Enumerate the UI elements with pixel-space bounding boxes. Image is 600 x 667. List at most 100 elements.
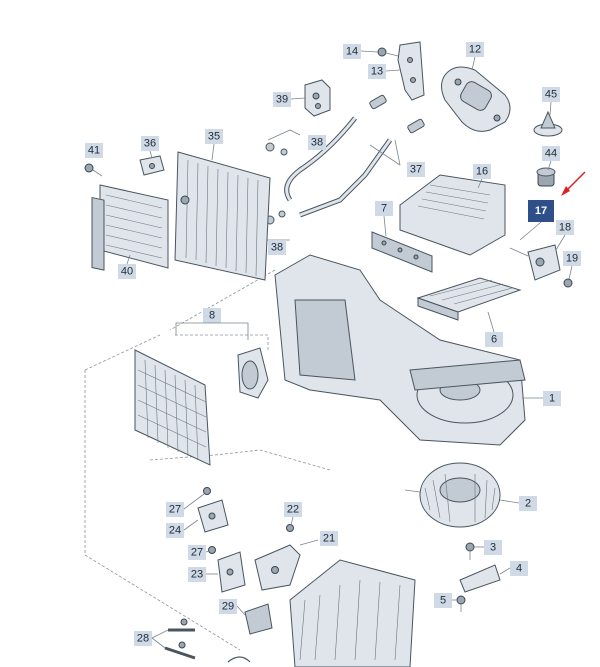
label-35: 35 — [205, 129, 223, 144]
label-19: 19 — [563, 251, 581, 266]
label-17: 17 — [528, 200, 554, 222]
group-outlines — [84, 269, 331, 651]
label-24: 24 — [166, 523, 184, 538]
part-39-valve — [304, 79, 331, 117]
lower-housing-ribs — [299, 579, 401, 661]
label-36: 36 — [141, 136, 159, 151]
svg-text:3: 3 — [490, 542, 496, 554]
svg-text:19: 19 — [566, 253, 578, 265]
part-8-duct — [237, 347, 269, 399]
svg-text:40: 40 — [121, 266, 133, 278]
label-37: 37 — [407, 162, 425, 177]
svg-text:1: 1 — [549, 393, 555, 405]
label-12: 12 — [466, 42, 484, 57]
part-27-screws — [203, 487, 216, 554]
label-6: 6 — [485, 332, 503, 347]
label-28: 28 — [134, 631, 152, 646]
svg-text:6: 6 — [491, 334, 497, 346]
label-16: 16 — [473, 164, 491, 179]
part-14-screw — [377, 47, 399, 57]
svg-text:41: 41 — [88, 145, 100, 157]
svg-text:21: 21 — [323, 533, 335, 545]
svg-text:4: 4 — [516, 563, 522, 575]
part-22-screw — [286, 524, 294, 532]
part-23-motor — [217, 551, 246, 593]
part-29-flap — [244, 603, 273, 635]
label-40: 40 — [118, 264, 136, 279]
part-36-bracket — [139, 155, 165, 176]
label-8: 8 — [203, 308, 221, 323]
filter-grid — [137, 359, 207, 461]
svg-text:23: 23 — [191, 569, 203, 581]
label-14: 14 — [343, 44, 361, 59]
label-29: 29 — [219, 599, 237, 614]
label-45: 45 — [542, 87, 560, 102]
part-21-actuator — [254, 539, 319, 591]
label-41: 41 — [85, 143, 103, 158]
svg-text:38: 38 — [271, 242, 283, 254]
part-1-main-housing — [274, 254, 526, 446]
label-21: 21 — [320, 531, 338, 546]
svg-text:36: 36 — [144, 138, 156, 150]
part-35-evaporator — [174, 151, 271, 281]
svg-text:35: 35 — [208, 131, 220, 143]
part-12-gasket — [441, 66, 511, 132]
upper-housing-grille — [417, 184, 491, 220]
label-27b: 27 — [188, 545, 206, 560]
highlight-arrow — [561, 171, 586, 196]
part-4-resistor — [459, 564, 501, 593]
label-7: 7 — [375, 201, 393, 216]
part-18-actuator — [509, 244, 561, 281]
svg-text:45: 45 — [545, 89, 557, 101]
svg-text:39: 39 — [276, 94, 288, 106]
fittings-top — [369, 94, 425, 134]
part-44-valve — [536, 167, 556, 187]
part-2-blower-fan — [404, 462, 501, 528]
part-8-filter — [134, 349, 211, 466]
svg-text:28: 28 — [137, 633, 149, 645]
heater-core-fins — [105, 194, 163, 259]
cabin-filter-pleats — [429, 279, 513, 305]
part-13-bracket — [397, 41, 425, 101]
svg-text:38: 38 — [311, 137, 323, 149]
label-44: 44 — [542, 146, 560, 161]
leader-lines — [126, 50, 573, 649]
label-13: 13 — [368, 64, 386, 79]
svg-text:27: 27 — [169, 504, 181, 516]
label-39: 39 — [273, 92, 291, 107]
svg-text:16: 16 — [476, 166, 488, 178]
svg-text:37: 37 — [410, 164, 422, 176]
part-19-screw — [563, 278, 573, 288]
label-38b: 38 — [268, 240, 286, 255]
callout-labels: 14 13 12 45 39 36 35 41 38 44 37 16 17 7… — [85, 42, 581, 646]
svg-text:13: 13 — [371, 66, 383, 78]
part-3-screw — [465, 542, 475, 560]
label-23: 23 — [188, 567, 206, 582]
lower-housing — [227, 559, 416, 667]
svg-text:18: 18 — [559, 222, 571, 234]
label-5: 5 — [434, 593, 452, 608]
part-45-cap — [533, 110, 563, 137]
label-4: 4 — [510, 561, 528, 576]
part-24-motor — [197, 499, 229, 533]
svg-text:17: 17 — [535, 205, 547, 217]
part-41-screw — [84, 163, 103, 177]
svg-text:22: 22 — [287, 504, 299, 516]
label-27a: 27 — [166, 502, 184, 517]
label-18: 18 — [556, 220, 574, 235]
label-22: 22 — [284, 502, 302, 517]
svg-text:24: 24 — [169, 525, 181, 537]
label-3: 3 — [484, 540, 502, 555]
label-2: 2 — [519, 496, 537, 511]
svg-text:12: 12 — [469, 44, 481, 56]
svg-text:2: 2 — [525, 498, 531, 510]
label-38a: 38 — [308, 135, 326, 150]
svg-text:27: 27 — [191, 547, 203, 559]
part-40-heater-core — [91, 184, 169, 271]
label-1: 1 — [543, 391, 561, 406]
svg-text:44: 44 — [545, 148, 557, 160]
svg-text:7: 7 — [381, 203, 387, 215]
part-6-cabin-filter — [416, 277, 522, 321]
blower-fan-blades — [424, 473, 496, 523]
